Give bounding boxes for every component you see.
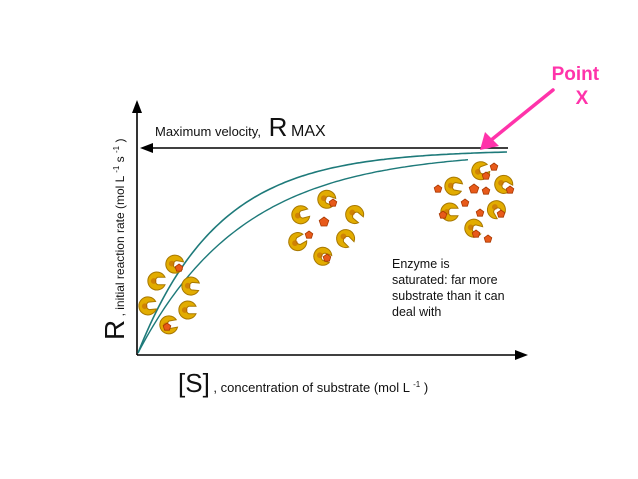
note-line-1: Enzyme is — [392, 257, 450, 271]
y-axis-arrowhead — [132, 100, 142, 113]
substrate-icon — [433, 184, 443, 193]
enzyme-icon — [138, 296, 158, 316]
substrate-icon — [162, 322, 172, 331]
x-axis-arrowhead — [515, 350, 528, 360]
substrate-icon — [483, 234, 493, 243]
note-line-3: substrate than it can — [392, 289, 505, 303]
saturation-note: Enzyme is saturated: far more substrate … — [392, 257, 508, 319]
note-line-2: saturated: far more — [392, 273, 498, 287]
substrate-icon — [505, 185, 515, 194]
point-x-line-2: X — [576, 88, 589, 109]
enzyme-icon — [288, 232, 308, 252]
substrate-icon — [460, 198, 470, 207]
substrate-icon — [304, 230, 314, 239]
x-axis-symbol: [S] — [178, 368, 210, 398]
point-x-line-1: Point — [552, 64, 600, 85]
y-axis-label: R , initial reaction rate (mol L -1 s -1… — [99, 139, 130, 340]
substrate-icon — [475, 208, 485, 217]
substrate-icon — [489, 162, 499, 171]
enzyme-icon — [147, 271, 166, 291]
point-x-label: Point X — [552, 64, 605, 109]
substrate-icon — [174, 263, 184, 272]
substrate-icon — [481, 186, 491, 195]
rate-curve-secondary — [137, 159, 469, 354]
enzyme-icon — [464, 218, 484, 238]
enzyme-icon — [444, 176, 464, 196]
molecule-illustrations — [138, 161, 515, 335]
enzyme-icon — [486, 200, 506, 220]
max-velocity-line-group — [140, 143, 508, 153]
substrate-icon — [318, 216, 330, 227]
enzyme-icon — [291, 205, 311, 225]
note-line-4: deal with — [392, 305, 441, 319]
enzyme-icon — [494, 174, 514, 194]
substrate-icon — [468, 183, 480, 194]
enzyme-icon — [165, 254, 185, 274]
svg-text:R , initial reaction rat: R , initial reaction rate (mol L -1 s -1… — [99, 139, 130, 340]
point-x-arrow — [480, 88, 555, 150]
substrate-icon — [322, 253, 332, 262]
rmax-subscript: MAX — [291, 123, 326, 140]
enzyme-icon — [178, 300, 197, 320]
enzyme-icon — [336, 229, 356, 249]
substrate-icon — [328, 198, 338, 207]
enzyme-icon — [181, 276, 201, 296]
enzyme-icon — [317, 189, 337, 209]
rmax-symbol: R — [269, 112, 288, 142]
axes — [132, 100, 528, 360]
substrate-icon — [471, 229, 481, 238]
point-x-arrowhead — [480, 132, 499, 150]
rate-curve — [137, 151, 508, 354]
substrate-icon — [496, 209, 506, 218]
max-velocity-label: Maximum velocity, R MAX — [155, 112, 326, 142]
max-velocity-arrowhead — [140, 143, 153, 153]
substrate-icon — [438, 210, 448, 219]
y-axis-symbol: R — [99, 320, 130, 340]
substrate-icon — [481, 171, 491, 180]
enzyme-icon — [313, 246, 333, 266]
enzyme-icon — [345, 205, 365, 224]
x-axis-label: [S] , concentration of substrate (mol L … — [178, 368, 428, 398]
